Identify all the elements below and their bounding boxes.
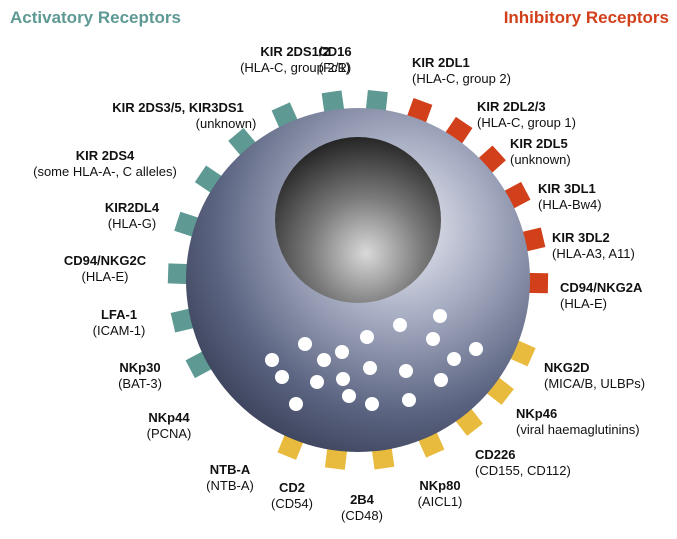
nucleus [275,137,441,303]
receptor-name: CD2 [278,480,305,495]
receptor-name: NKp46 [516,406,558,421]
receptor-label: KIR 3DL1 (HLA-Bw4) [538,181,628,213]
receptor-label: CD16 (FcR) [300,44,370,76]
granule [289,397,303,411]
receptor-ligand: (AICL1) [417,494,463,509]
receptor-name: KIR 2DS3/5, KIR3DS1 [112,100,244,115]
receptor-name: NKp80 [419,478,461,493]
receptor-name: NTB-A [209,462,251,477]
receptor-label: CD226 (CD155, CD112) [475,447,605,479]
receptor-label: NTB-A (NTB-A) [200,462,260,494]
granule [434,373,448,387]
receptor-ligand: (HLA-C, group 1) [477,115,576,130]
receptor-label: NKp80 (AICL1) [405,478,475,510]
receptor-name: CD16 [318,44,352,59]
receptor-name: KIR 3DL2 [552,230,610,245]
receptor-ligand: (CD54) [271,496,313,511]
granule [275,370,289,384]
receptor-ligand: (HLA-E) [560,296,607,311]
receptor-name: CD94/NKG2A [560,280,643,295]
granule [433,309,447,323]
receptor-label: LFA-1 (ICAM-1) [84,307,154,339]
receptor-label: NKp44 (PCNA) [134,410,204,442]
granule [399,364,413,378]
receptor-ligand: (CD48) [341,508,383,523]
inhibitory-receptors-heading: Inhibitory Receptors [503,8,669,27]
receptor-label: KIR 2DL2/3 (HLA-C, group 1) [477,99,607,131]
receptor-ligand: (HLA-C, group 2/1) [240,60,350,75]
granule [363,361,377,375]
receptor-name: NKp30 [119,360,161,375]
granule [426,332,440,346]
granule [469,342,483,356]
receptor-ligand: (FcR) [318,60,352,75]
receptor-ligand: (HLA-C, group 2) [412,71,511,86]
receptor-ligand: (HLA-G) [107,216,157,231]
receptor-ligand: (HLA-Bw4) [538,197,602,212]
receptor-name: KIR 3DL1 [538,181,596,196]
receptor-ligand: (unknown) [195,116,257,131]
receptor-label: CD94/NKG2A (HLA-E) [560,280,670,312]
receptor-ligand: (BAT-3) [118,376,162,391]
receptor-ligand: (NTB-A) [206,478,254,493]
receptor-name: CD94/NKG2C [63,253,147,268]
granule [447,352,461,366]
receptor-ligand: (HLA-A3, A11) [552,246,635,261]
granules [265,309,483,411]
granule [336,372,350,386]
receptor-name: CD226 [475,447,516,462]
receptor-label: NKp30 (BAT-3) [110,360,170,392]
granule [265,353,279,367]
granule [298,337,312,351]
receptor-label: KIR 3DL2 (HLA-A3, A11) [552,230,662,262]
receptor-ligand: (viral haemaglutinins) [516,422,640,437]
granule [342,389,356,403]
receptor-label: NKp46 (viral haemaglutinins) [516,406,674,438]
receptor-label: NKG2D (MICA/B, ULBPs) [544,360,674,392]
granule [360,330,374,344]
receptor-label: KIR 2DL5 (unknown) [510,136,610,168]
receptor-ligand: (ICAM-1) [92,323,146,338]
receptor-name: KIR 2DL1 [412,55,470,70]
receptor-label: CD94/NKG2C (HLA-E) [50,253,160,285]
granule [317,353,331,367]
receptor-ligand: (HLA-E) [81,269,129,284]
granule [393,318,407,332]
receptor-ligand: (MICA/B, ULBPs) [544,376,646,391]
receptor-name: KIR 2DL2/3 [477,99,546,114]
receptor-label: 2B4 (CD48) [332,492,392,524]
receptor-name: KIR 2DL5 [510,136,568,151]
receptor-label: KIR 2DS3/5, KIR3DS1 (unknown) [48,100,308,132]
receptor-name: NKp44 [148,410,190,425]
receptor-ligand: (CD155, CD112) [475,463,571,478]
receptor-label: KIR2DL4 (HLA-G) [92,200,172,232]
receptor-label: KIR 2DS1/2 (HLA-C, group 2/1) [240,44,350,76]
receptor-name: 2B4 [350,492,374,507]
receptor-label: CD2 (CD54) [262,480,322,512]
receptor-ligand: (PCNA) [146,426,192,441]
activatory-receptors-heading: Activatory Receptors [10,8,182,27]
receptor-ligand: (some HLA-A-, C alleles) [33,164,177,179]
receptor-name: KIR2DL4 [104,200,160,215]
granule [365,397,379,411]
granule [335,345,349,359]
granule [402,393,416,407]
receptor-label: KIR 2DS4 (some HLA-A-, C alleles) [10,148,200,180]
receptor-name: KIR 2DS4 [75,148,135,163]
receptor-name: NKG2D [544,360,590,375]
receptor-ligand: (unknown) [510,152,571,167]
receptor-name: KIR 2DS1/2 [260,44,330,59]
receptor-label: KIR 2DL1 (HLA-C, group 2) [412,55,542,87]
granule [310,375,324,389]
receptor-name: LFA-1 [100,307,138,322]
